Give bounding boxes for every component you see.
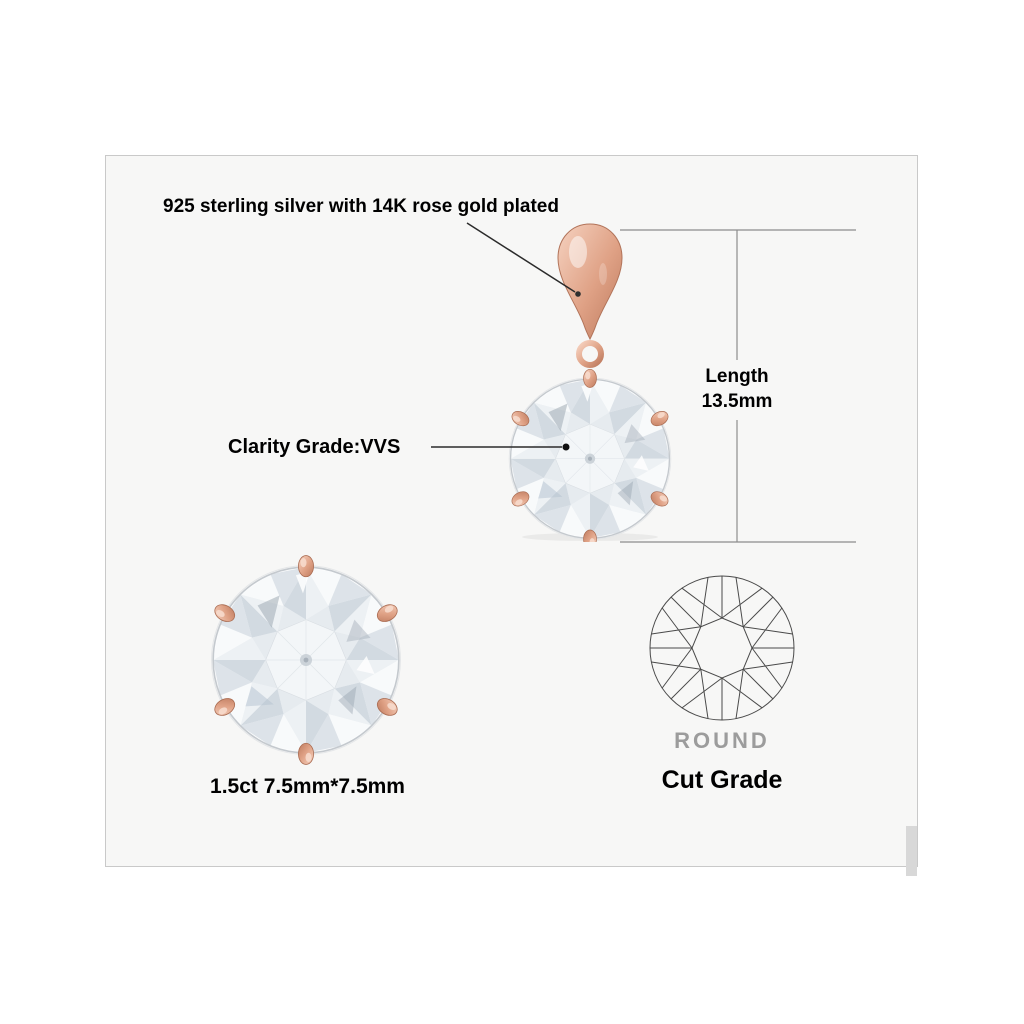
round-cut-wireframe (649, 575, 795, 721)
carat-label: 1.5ct 7.5mm*7.5mm (210, 775, 405, 798)
jump-ring (576, 340, 604, 368)
cut-grade-label: Cut Grade (661, 766, 783, 794)
shape-label: ROUND (674, 728, 770, 753)
bail-hole (575, 291, 581, 297)
loose-stone-gem (195, 548, 417, 769)
length-label-word: Length (705, 366, 769, 387)
main-facet-lines (650, 576, 794, 720)
loose-stone-image (195, 547, 417, 769)
clarity-label: Clarity Grade:VVS (228, 436, 401, 458)
pendant-stone (495, 363, 685, 542)
pendant-image (495, 223, 685, 542)
bail-highlight (569, 236, 587, 268)
length-value: 13.5mm (701, 391, 773, 412)
scrollbar-thumb[interactable] (906, 826, 917, 876)
upper-girdle-lines (651, 577, 793, 719)
length-label: Length 13.5mm (683, 364, 791, 414)
table-facet (691, 617, 753, 679)
bail-highlight-2 (599, 263, 607, 285)
material-label: 925 sterling silver with 14K rose gold p… (163, 196, 559, 217)
bail-shape (557, 223, 623, 341)
